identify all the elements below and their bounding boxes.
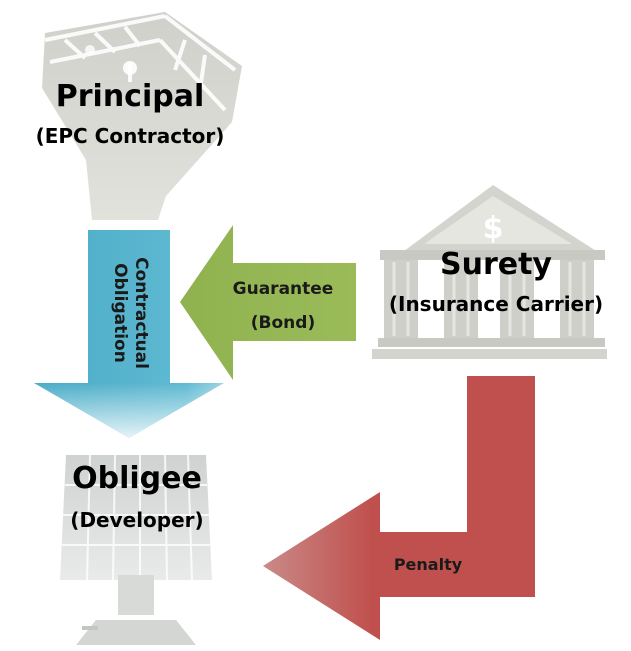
penalty-arrow: Penalty: [263, 376, 535, 640]
surety-title: Surety: [440, 247, 552, 282]
obligation-label-line1: Contractual: [131, 257, 151, 369]
principal-subtitle: (EPC Contractor): [36, 124, 225, 148]
crane-icon: [42, 12, 242, 220]
bank-icon: $: [372, 185, 607, 359]
guarantee-label-line1: Guarantee: [233, 279, 334, 299]
dollar-sign-icon: $: [483, 211, 504, 246]
penalty-label: Penalty: [394, 555, 463, 574]
contractual-obligation-arrow: Contractual Obligation: [34, 230, 224, 438]
guarantee-bond-arrow: Guarantee (Bond): [180, 225, 356, 380]
obligation-label-line2: Obligation: [110, 263, 130, 363]
obligee-subtitle: (Developer): [70, 508, 203, 532]
guarantee-label-line2: (Bond): [251, 313, 315, 333]
surety-subtitle: (Insurance Carrier): [389, 292, 603, 316]
solar-panel-icon: [60, 454, 212, 645]
obligee-title: Obligee: [72, 461, 202, 496]
principal-title: Principal: [56, 79, 205, 114]
